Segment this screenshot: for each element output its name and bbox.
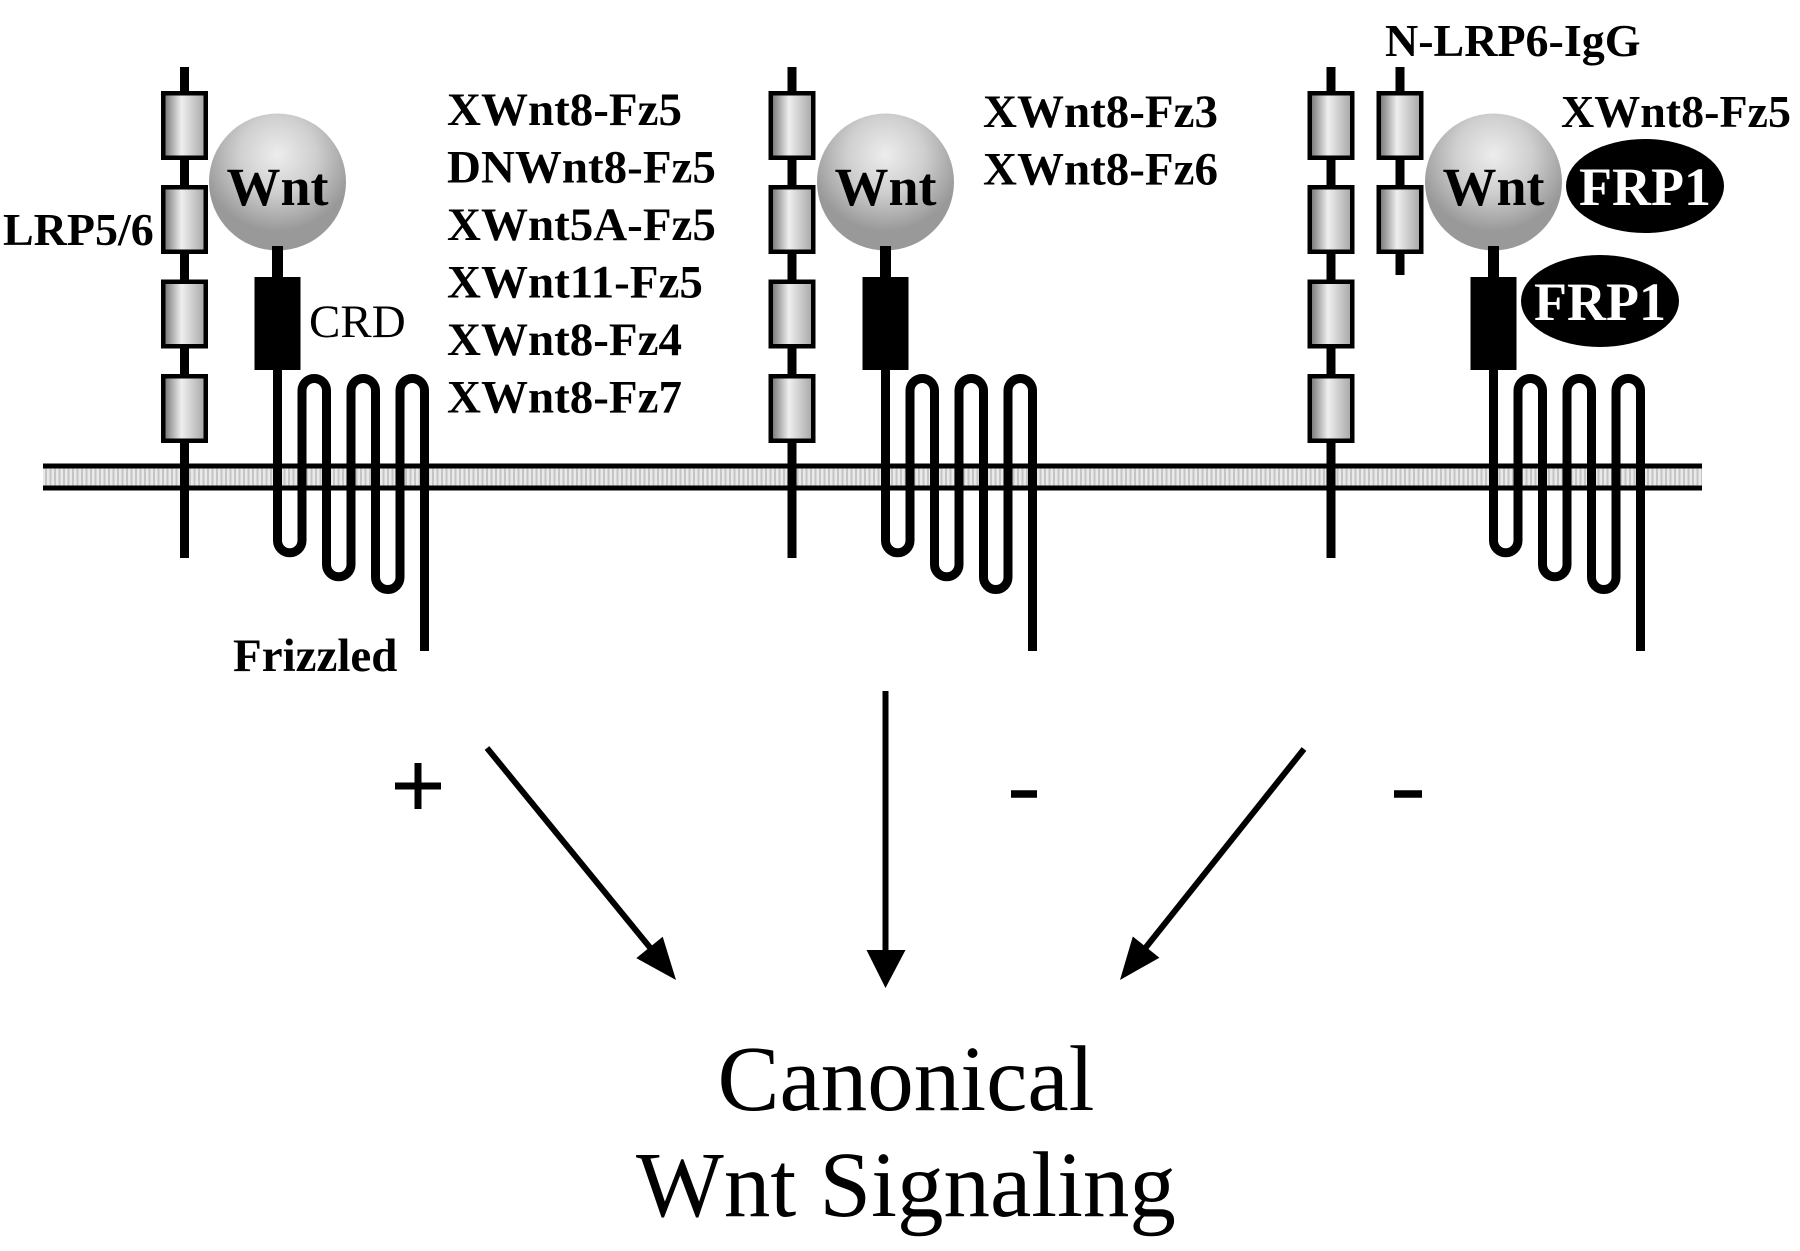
svg-text:XWnt8-Fz5: XWnt8-Fz5: [1561, 86, 1791, 137]
svg-text:CRD: CRD: [309, 296, 406, 348]
svg-text:Wnt Signaling: Wnt Signaling: [636, 1134, 1176, 1237]
svg-text:DNWnt8-Fz5: DNWnt8-Fz5: [447, 142, 716, 194]
svg-text:XWnt11-Fz5: XWnt11-Fz5: [447, 257, 703, 309]
svg-text:Wnt: Wnt: [1442, 157, 1544, 217]
svg-text:FRP1: FRP1: [1579, 157, 1711, 217]
svg-text:XWnt8-Fz3: XWnt8-Fz3: [983, 86, 1218, 138]
svg-text:Wnt: Wnt: [834, 157, 936, 217]
svg-text:XWnt5A-Fz5: XWnt5A-Fz5: [447, 199, 716, 251]
svg-text:FRP1: FRP1: [1534, 272, 1666, 332]
svg-text:XWnt8-Fz6: XWnt8-Fz6: [983, 144, 1218, 196]
svg-text:LRP5/6: LRP5/6: [3, 204, 154, 255]
svg-text:N-LRP6-IgG: N-LRP6-IgG: [1385, 15, 1641, 66]
svg-text:Wnt: Wnt: [226, 157, 328, 217]
svg-text:Canonical: Canonical: [717, 1028, 1094, 1131]
svg-text:Frizzled: Frizzled: [233, 630, 397, 682]
svg-text:XWnt8-Fz4: XWnt8-Fz4: [447, 314, 682, 366]
svg-text:XWnt8-Fz5: XWnt8-Fz5: [447, 84, 682, 136]
svg-text:XWnt8-Fz7: XWnt8-Fz7: [447, 372, 682, 424]
